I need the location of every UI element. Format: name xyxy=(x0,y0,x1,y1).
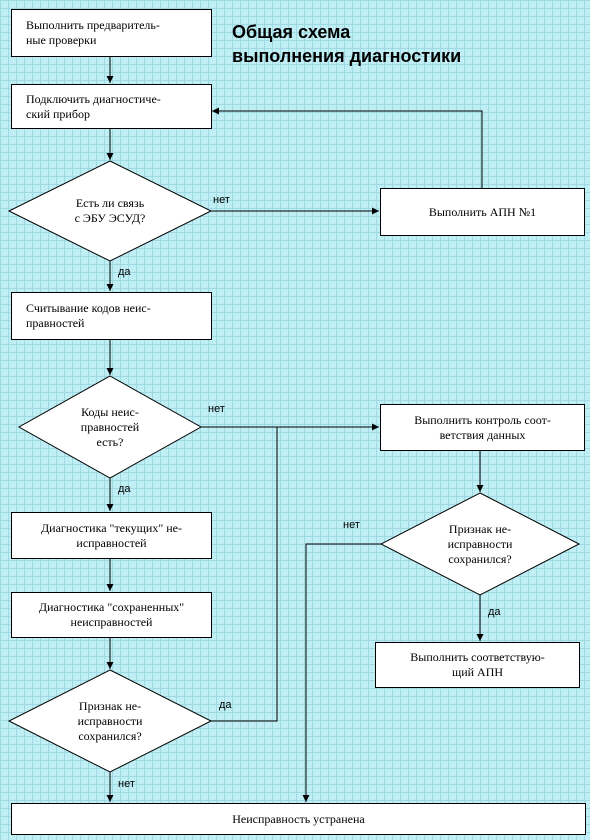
step-data-check: Выполнить контроль соот-ветствия данных xyxy=(380,404,585,451)
diagram-title: Общая схема выполнения диагностики xyxy=(232,20,461,68)
step-saved-faults: Диагностика "сохраненных"неисправностей xyxy=(11,592,212,638)
label-link-yes: да xyxy=(118,266,131,278)
arrow-apn1-connect xyxy=(212,107,483,188)
title-line-2: выполнения диагностики xyxy=(232,46,462,66)
label-sign-right-no: нет xyxy=(343,519,360,531)
label-sign-right-yes: да xyxy=(488,606,501,618)
step-do-apn: Выполнить соответствую-щий АПН xyxy=(375,642,580,688)
title-line-1: Общая схема xyxy=(232,22,351,42)
label-sign-left-no: нет xyxy=(118,778,135,790)
label-sign-left-yes: да xyxy=(219,699,232,711)
step-fault-fixed: Неисправность устранена xyxy=(11,803,586,835)
label-codes-no: нет xyxy=(208,403,225,415)
step-read-codes: Считывание кодов неис-правностей xyxy=(11,292,212,340)
step-apn1: Выполнить АПН №1 xyxy=(380,188,585,236)
label-codes-yes: да xyxy=(118,483,131,495)
step-connect: Подключить диагностиче-ский прибор xyxy=(11,84,212,129)
arrow-signq-right-fixed xyxy=(302,543,381,802)
label-link-no: нет xyxy=(213,194,230,206)
step-current-faults: Диагностика "текущих" не-исправностей xyxy=(11,512,212,559)
line-signq-left-yes xyxy=(211,427,278,722)
step-precheck: Выполнить предваритель-ные проверки xyxy=(11,9,212,57)
